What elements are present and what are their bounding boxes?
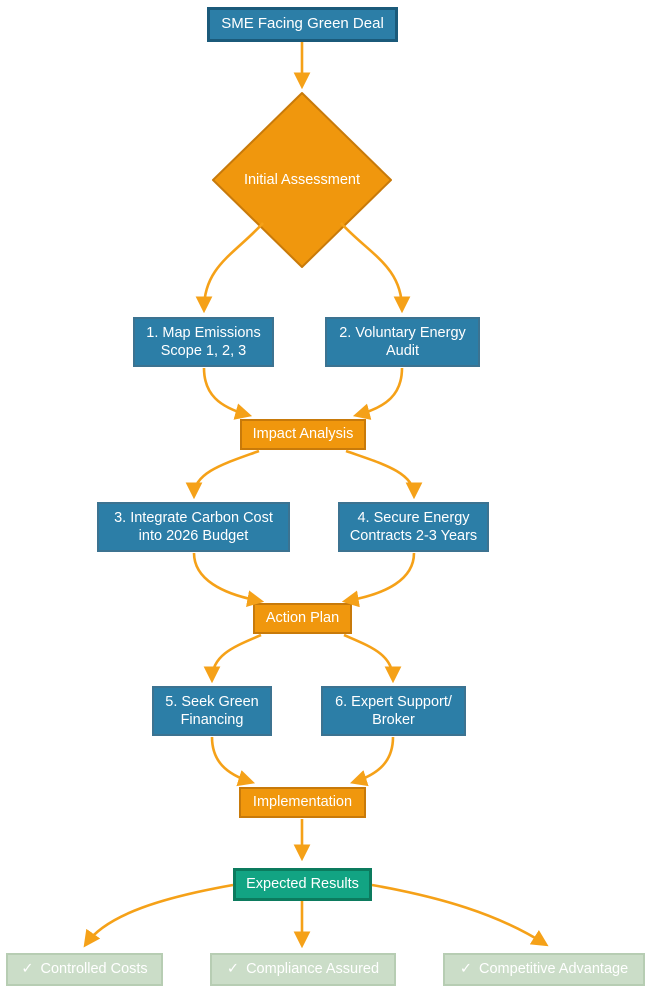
- step6-line1: 6. Expert Support/: [335, 693, 452, 710]
- node-result-competitive-advantage: ✓ Competitive Advantage: [443, 953, 645, 986]
- step1-line2: Scope 1, 2, 3: [160, 343, 247, 359]
- checkmark-icon: ✓: [21, 961, 34, 978]
- action-plan-label: Action Plan: [265, 610, 340, 627]
- arrow-action-to-step5: [203, 633, 262, 684]
- node-step4: 4. Secure Energy Contracts 2-3 Years: [338, 502, 489, 552]
- step6-line2: Broker: [372, 712, 415, 728]
- node-start-label: SME Facing Green Deal: [221, 15, 384, 33]
- arrow-step3-to-action: [192, 552, 265, 608]
- result1-label: Controlled Costs: [40, 961, 148, 978]
- node-start: SME Facing Green Deal: [207, 7, 398, 42]
- result3-label: Competitive Advantage: [479, 961, 629, 978]
- arrow-step4-to-action: [341, 552, 416, 608]
- node-expected-results: Expected Results: [233, 868, 372, 901]
- implementation-label: Implementation: [252, 794, 353, 811]
- step2-line1: 2. Voluntary Energy: [339, 324, 466, 341]
- node-step5: 5. Seek Green Financing: [152, 686, 272, 736]
- checkmark-icon: ✓: [459, 961, 473, 978]
- step5-line1: 5. Seek Green: [165, 693, 259, 710]
- impact-analysis-label: Impact Analysis: [252, 426, 354, 443]
- step3-line1: 3. Integrate Carbon Cost: [114, 509, 273, 526]
- arrow-step1-to-impact: [202, 367, 253, 420]
- node-result-controlled-costs: ✓ Controlled Costs: [6, 953, 163, 986]
- arrow-impact-to-step3: [185, 449, 260, 500]
- arrow-action-to-step6: [343, 633, 402, 684]
- node-impact-analysis: Impact Analysis: [240, 419, 366, 450]
- step5-line2: Financing: [180, 712, 244, 728]
- node-initial-assessment: Initial Assessment: [213, 93, 391, 267]
- node-implementation: Implementation: [239, 787, 366, 818]
- node-result-compliance-assured: ✓ Compliance Assured: [210, 953, 396, 986]
- arrow-results-to-advantage: [371, 883, 549, 947]
- checkmark-icon: ✓: [226, 961, 240, 978]
- result2-label: Compliance Assured: [246, 961, 380, 978]
- step4-line1: 4. Secure Energy: [357, 509, 470, 526]
- arrow-results-to-controlled-costs: [83, 883, 234, 948]
- arrow-step6-to-implementation: [349, 736, 395, 787]
- node-action-plan: Action Plan: [253, 603, 352, 634]
- initial-assessment-label: Initial Assessment: [243, 171, 361, 188]
- arrow-step2-to-impact: [352, 367, 404, 420]
- arrow-impact-to-step4: [345, 449, 423, 500]
- step4-line2: Contracts 2-3 Years: [349, 528, 478, 544]
- step2-line2: Audit: [385, 343, 420, 359]
- node-step2: 2. Voluntary Energy Audit: [325, 317, 480, 367]
- arrow-step5-to-implementation: [210, 736, 256, 787]
- node-step1: 1. Map Emissions Scope 1, 2, 3: [133, 317, 274, 367]
- expected-results-label: Expected Results: [246, 876, 359, 893]
- step3-line2: into 2026 Budget: [138, 528, 249, 544]
- node-step3: 3. Integrate Carbon Cost into 2026 Budge…: [97, 502, 290, 552]
- node-step6: 6. Expert Support/ Broker: [321, 686, 466, 736]
- step1-line1: 1. Map Emissions: [146, 324, 261, 341]
